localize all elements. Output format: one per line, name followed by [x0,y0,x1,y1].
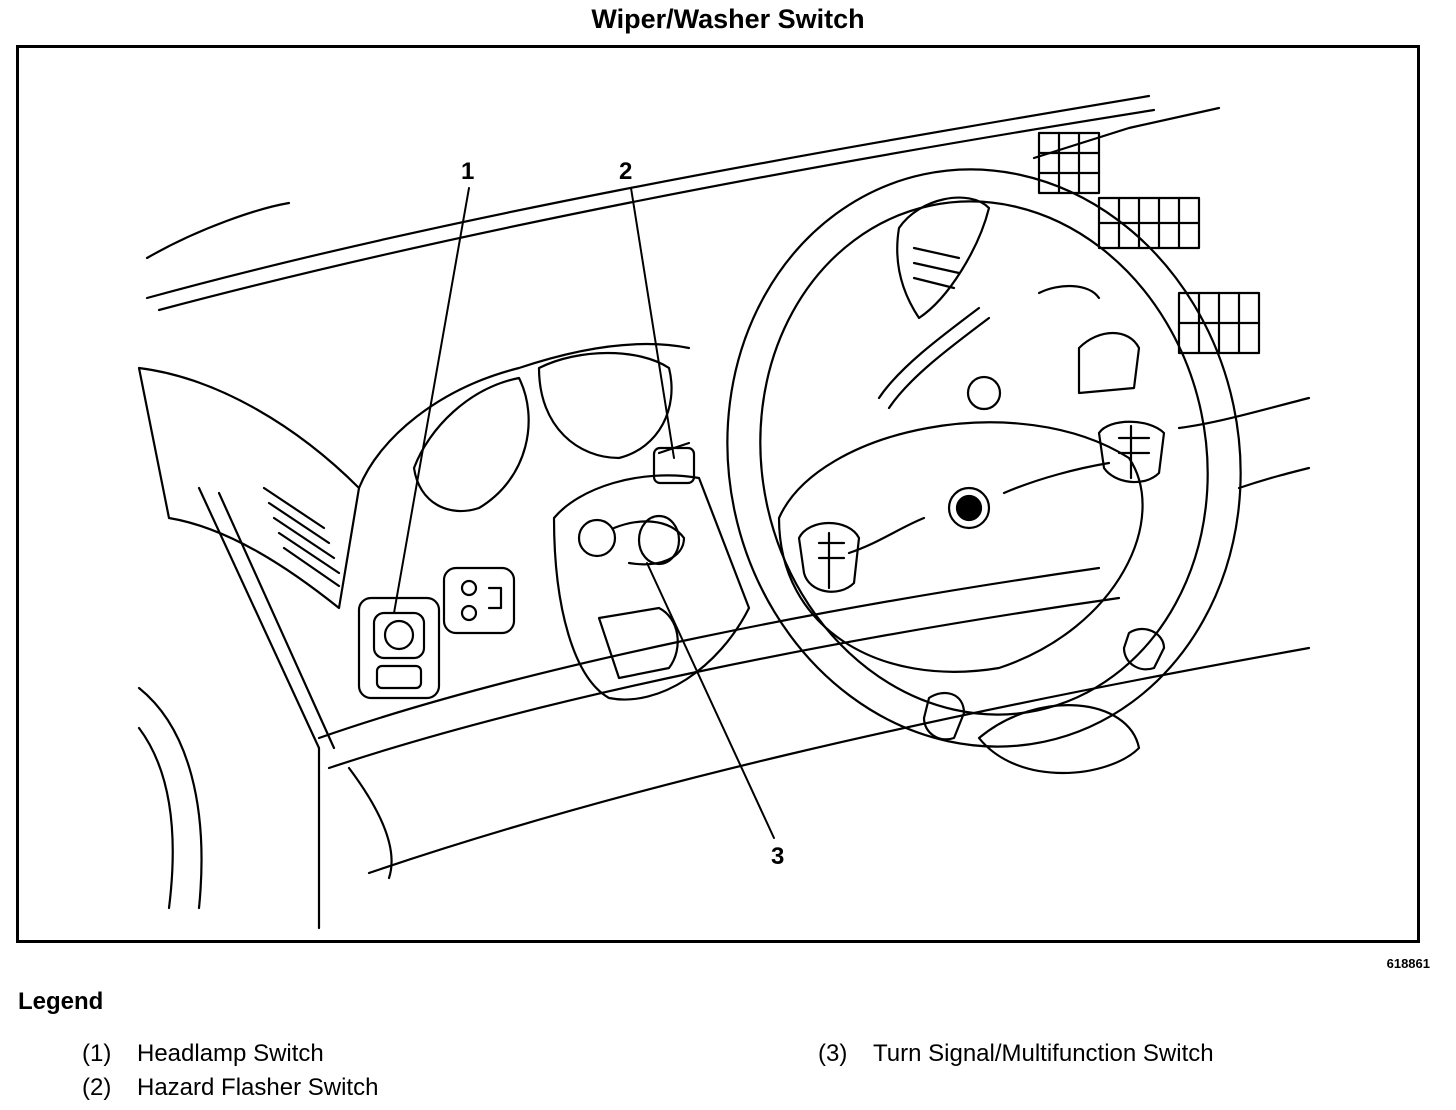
spoke-button-right [1097,420,1166,484]
legend-item-number: (3) [818,1040,848,1067]
cluster-hood [357,342,691,490]
left-air-vent [137,366,361,610]
dash-top-line [145,94,1151,300]
legend-item-number: (2) [82,1074,112,1101]
dash-left-edge [197,486,321,930]
column-shroud [552,474,751,701]
callout-2-leader [630,187,675,459]
dimmer-switch-module [442,566,516,635]
lower-stalk [597,606,679,680]
figure-id: 618861 [1386,956,1430,971]
callout-3-leader [646,562,775,839]
center-vent [1037,131,1101,195]
headlamp-switch-module [357,596,441,700]
center-stack [1032,106,1221,160]
legend-item-2: (2) Hazard Flasher Switch [82,1074,378,1102]
callout-1-leader [393,187,470,614]
callout-3: 3 [771,843,785,870]
spoke-button-lower [922,691,966,741]
legend-item-label: Headlamp Switch [137,1040,324,1067]
horn-emblem [947,486,991,530]
callout-1: 1 [461,158,475,185]
legend-item-1: (1) Headlamp Switch [82,1040,324,1068]
spoke-button-left [797,521,861,593]
lower-dash-panel [317,566,1101,740]
multifunction-stalk-knob [577,518,617,558]
callout-2: 2 [619,158,633,185]
left-pillar-line [145,201,291,260]
legend-item-label: Hazard Flasher Switch [137,1074,379,1101]
legend-item-3: (3) Turn Signal/Multifunction Switch [818,1040,1214,1068]
diagram-title: Wiper/Washer Switch [591,4,865,34]
legend-title: Legend [18,988,104,1015]
steering-wheel-hub [777,421,1144,673]
spoke-button-lower-right [1122,627,1166,671]
illustration-frame: 1 2 3 [16,45,1420,943]
dashboard-illustration [137,94,1311,930]
legend-item-label: Turn Signal/Multifunction Switch [873,1040,1214,1067]
legend-item-number: (1) [82,1040,112,1067]
steering-wheel-rim [726,168,1242,748]
steering-wheel-rim-inner [759,200,1209,716]
dash-top-line-2 [157,108,1156,312]
ignition [966,375,1002,411]
